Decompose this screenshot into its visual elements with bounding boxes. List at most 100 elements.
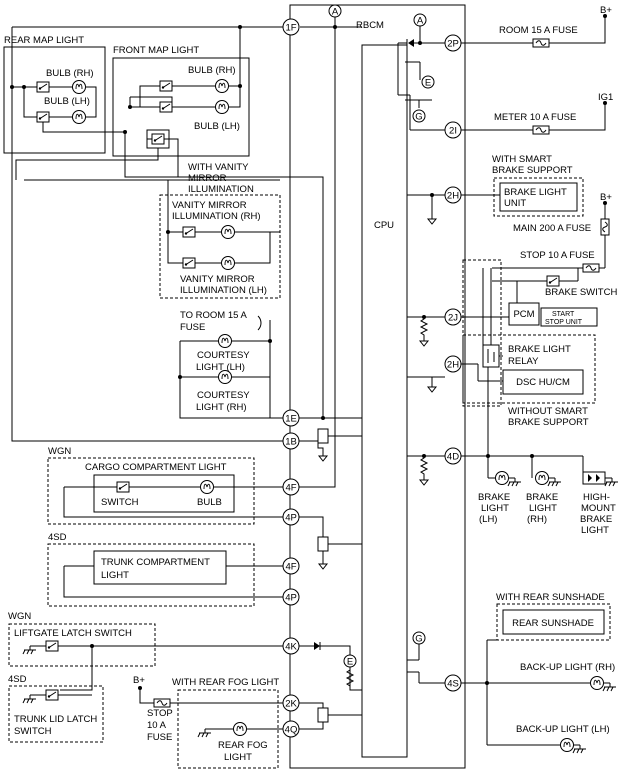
svg-text:LIGHT: LIGHT bbox=[224, 752, 252, 763]
svg-text:HIGH-: HIGH- bbox=[583, 492, 610, 503]
svg-text:TO ROOM 15 A: TO ROOM 15 A bbox=[180, 310, 248, 321]
with-rear-sunshade: WITH REAR SUNSHADE bbox=[496, 592, 605, 603]
marker-g-bottom: G bbox=[415, 634, 422, 645]
svg-text:4Q: 4Q bbox=[285, 725, 298, 736]
backup-rh-label: BACK-UP LIGHT (RH) bbox=[520, 662, 615, 673]
svg-text:BRAKE: BRAKE bbox=[580, 514, 612, 525]
svg-text:STOP: STOP bbox=[147, 708, 173, 719]
svg-text:TRUNK LID LATCH: TRUNK LID LATCH bbox=[14, 714, 97, 725]
main200-fuse-label: MAIN 200 A FUSE bbox=[513, 223, 591, 234]
svg-text:REAR FOG: REAR FOG bbox=[218, 740, 268, 751]
svg-text:LIGHT (LH): LIGHT (LH) bbox=[196, 362, 245, 373]
svg-text:LIGHT: LIGHT bbox=[481, 503, 509, 514]
rear-sunshade-box bbox=[502, 609, 605, 635]
svg-text:SWITCH: SWITCH bbox=[101, 497, 139, 508]
marker-a-right: A bbox=[417, 16, 424, 27]
svg-text:RELAY: RELAY bbox=[508, 356, 539, 367]
svg-text:2I: 2I bbox=[449, 126, 457, 137]
svg-text:2K: 2K bbox=[285, 699, 297, 710]
svg-text:4P: 4P bbox=[285, 513, 297, 524]
svg-text:LIGHT: LIGHT bbox=[529, 503, 557, 514]
svg-text:MIRROR: MIRROR bbox=[188, 173, 227, 184]
marker-e-bottom: E bbox=[347, 657, 353, 668]
svg-text:VANITY MIRROR: VANITY MIRROR bbox=[172, 200, 247, 211]
cargo-light-label: CARGO COMPARTMENT LIGHT bbox=[85, 462, 227, 473]
svg-text:4SD: 4SD bbox=[8, 674, 27, 685]
svg-text:2H: 2H bbox=[447, 360, 459, 371]
svg-text:SWITCH: SWITCH bbox=[14, 726, 52, 737]
svg-text:START: START bbox=[552, 311, 575, 318]
svg-text:TRUNK COMPARTMENT: TRUNK COMPARTMENT bbox=[101, 557, 210, 568]
with-rear-fog-label: WITH REAR FOG LIGHT bbox=[172, 677, 279, 688]
brake-switch-label: BRAKE SWITCH bbox=[545, 287, 617, 298]
svg-text:4F: 4F bbox=[285, 562, 296, 573]
cpu-label: CPU bbox=[374, 220, 394, 231]
marker-g-top: G bbox=[415, 112, 422, 123]
svg-text:WGN: WGN bbox=[8, 611, 31, 622]
with-smart-brake-1: WITH SMART bbox=[492, 154, 552, 165]
svg-text:ILLUMINATION (RH): ILLUMINATION (RH) bbox=[172, 211, 261, 222]
start-stop-unit bbox=[540, 307, 598, 327]
svg-text:1F: 1F bbox=[285, 23, 296, 34]
svg-text:ILLUMINATION (LH): ILLUMINATION (LH) bbox=[180, 285, 267, 296]
stop10-fuse-label: STOP 10 A FUSE bbox=[520, 250, 595, 261]
liftgate-switch-label: LIFTGATE LATCH SWITCH bbox=[14, 628, 132, 639]
svg-text:4K: 4K bbox=[285, 642, 297, 653]
cpu-block bbox=[361, 44, 408, 758]
brake-light-unit bbox=[499, 182, 578, 212]
backup-lh-label: BACK-UP LIGHT (LH) bbox=[516, 724, 610, 735]
svg-text:UNIT: UNIT bbox=[504, 198, 526, 209]
without-smart-1: WITHOUT SMART bbox=[508, 406, 588, 417]
svg-text:PCM: PCM bbox=[513, 309, 534, 320]
cargo-trunk-lights: WGN CARGO COMPARTMENT LIGHT SWITCH BULB … bbox=[47, 446, 283, 607]
svg-text:WGN: WGN bbox=[48, 446, 71, 457]
svg-text:VANITY MIRROR: VANITY MIRROR bbox=[180, 274, 255, 285]
svg-text:10 A: 10 A bbox=[147, 720, 167, 731]
rear-fog-light: WITH REAR FOG LIGHT B+ STOP 10 A FUSE RE… bbox=[133, 675, 283, 769]
trunk-light-box bbox=[93, 550, 227, 585]
svg-text:(LH): (LH) bbox=[479, 514, 497, 525]
svg-text:2P: 2P bbox=[447, 39, 459, 50]
svg-text:BULB (LH): BULB (LH) bbox=[194, 121, 240, 132]
svg-text:COURTESY: COURTESY bbox=[197, 390, 250, 401]
svg-text:2H: 2H bbox=[447, 191, 459, 202]
svg-text:COURTESY: COURTESY bbox=[197, 350, 250, 361]
svg-text:2J: 2J bbox=[448, 313, 458, 324]
svg-text:ILLUMINATION: ILLUMINATION bbox=[188, 184, 254, 195]
room15-fuse-label: ROOM 15 A FUSE bbox=[499, 25, 578, 36]
svg-text:1E: 1E bbox=[285, 414, 297, 425]
svg-text:LIGHT (RH): LIGHT (RH) bbox=[196, 402, 247, 413]
svg-text:BULB (RH): BULB (RH) bbox=[188, 65, 236, 76]
svg-text:LIGHT: LIGHT bbox=[101, 570, 129, 581]
svg-text:BRAKE: BRAKE bbox=[478, 492, 510, 503]
top-internal-wiring: A A E G bbox=[12, 4, 445, 486]
front-map-light-label: FRONT MAP LIGHT bbox=[113, 45, 199, 56]
without-smart-2: BRAKE SUPPORT bbox=[508, 417, 589, 428]
meter10-fuse-label: METER 10 A FUSE bbox=[494, 112, 576, 123]
svg-text:MOUNT: MOUNT bbox=[581, 503, 616, 514]
with-smart-brake-2: BRAKE SUPPORT bbox=[492, 165, 573, 176]
brake-light-relay bbox=[482, 344, 500, 368]
svg-text:BULB: BULB bbox=[197, 497, 222, 508]
marker-a-top: A bbox=[332, 7, 339, 18]
svg-text:4F: 4F bbox=[285, 483, 296, 494]
courtesy-lights: TO ROOM 15 A FUSE COURTESY LIGHT (LH) CO… bbox=[178, 310, 283, 419]
svg-text:LIGHT: LIGHT bbox=[581, 525, 609, 536]
dsc-hu-cm bbox=[502, 369, 584, 395]
svg-text:FUSE: FUSE bbox=[147, 732, 172, 743]
svg-text:4SD: 4SD bbox=[48, 532, 67, 543]
marker-e-top: E bbox=[425, 78, 431, 89]
rbcm-label: RBCM bbox=[356, 20, 384, 31]
svg-text:FUSE: FUSE bbox=[180, 322, 205, 333]
rbcm-module: RBCM CPU bbox=[289, 4, 466, 769]
svg-text:DSC HU/CM: DSC HU/CM bbox=[516, 377, 570, 388]
bplus-top: B+ bbox=[600, 5, 612, 16]
svg-text:BRAKE LIGHT: BRAKE LIGHT bbox=[504, 187, 567, 198]
rear-map-light-label: REAR MAP LIGHT bbox=[4, 35, 84, 46]
pcm-box bbox=[508, 302, 540, 326]
svg-text:BULB (RH): BULB (RH) bbox=[46, 68, 94, 79]
svg-text:REAR SUNSHADE: REAR SUNSHADE bbox=[512, 618, 594, 629]
vanity-mirror-illumination: VANITY MIRROR ILLUMINATION (RH) VANITY M… bbox=[159, 180, 281, 299]
svg-text:4P: 4P bbox=[285, 593, 297, 604]
